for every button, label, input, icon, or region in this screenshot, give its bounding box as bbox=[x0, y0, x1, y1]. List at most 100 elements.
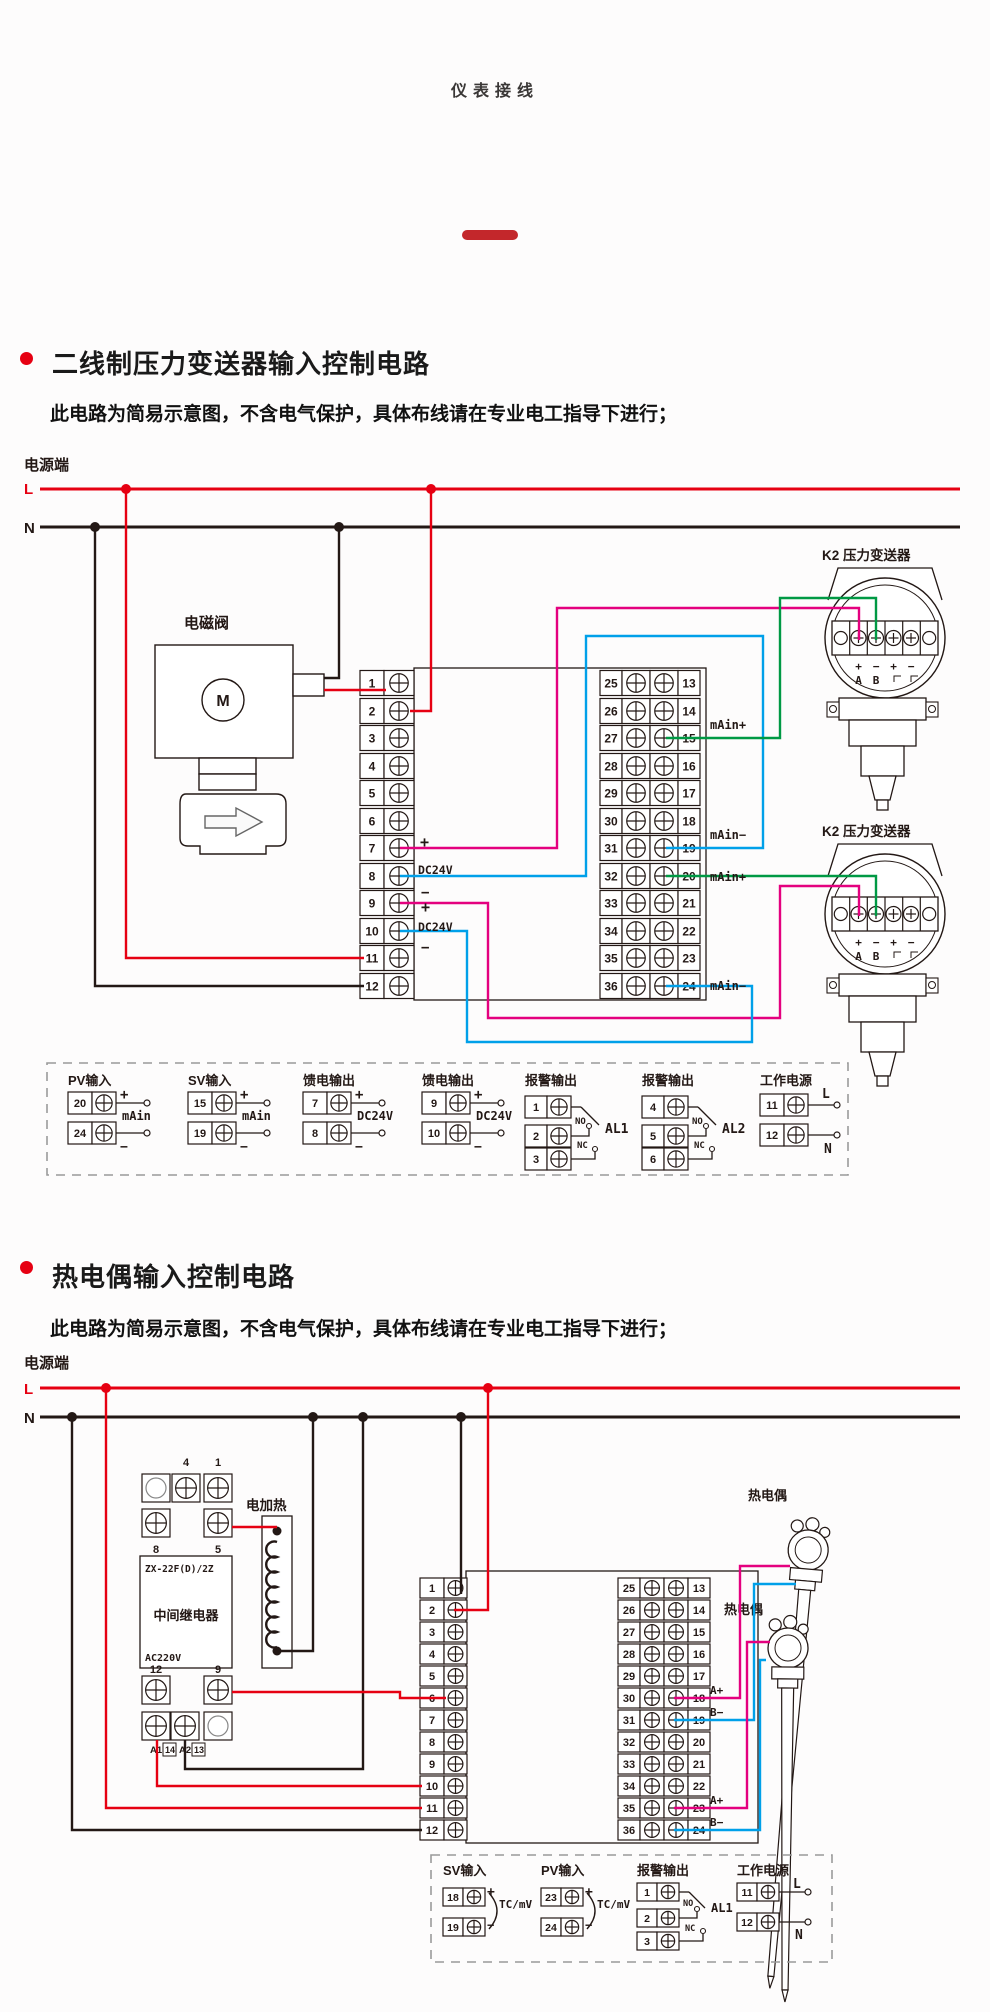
terminal-number: 23 bbox=[540, 1887, 562, 1907]
svg-text:22: 22 bbox=[682, 924, 696, 938]
screw-terminal bbox=[383, 724, 415, 752]
svg-text:21: 21 bbox=[682, 896, 696, 910]
screw-terminal bbox=[663, 1621, 689, 1643]
junction-dot bbox=[426, 484, 436, 494]
screw-terminal bbox=[383, 972, 415, 1000]
wire bbox=[93, 527, 364, 988]
svg-text:+: + bbox=[120, 1087, 128, 1103]
solenoid-valve: M bbox=[154, 644, 325, 855]
svg-text:28: 28 bbox=[604, 759, 618, 773]
svg-text:NC: NC bbox=[577, 1141, 588, 1151]
terminal-number: 4 bbox=[641, 1095, 665, 1119]
svg-text:27: 27 bbox=[623, 1627, 635, 1639]
terminal-number: 34 bbox=[599, 917, 623, 945]
screw-terminal bbox=[141, 1675, 171, 1705]
terminal-number: 24 bbox=[540, 1917, 562, 1937]
screw-terminal bbox=[639, 1599, 665, 1621]
terminal-number: 8 bbox=[419, 1731, 445, 1753]
svg-text:热电偶: 热电偶 bbox=[748, 1488, 787, 1503]
screw-terminal bbox=[649, 917, 679, 945]
terminal-number: 13 bbox=[677, 669, 701, 697]
screw-terminal bbox=[649, 669, 679, 697]
wire bbox=[666, 596, 878, 740]
terminal-number: 18 bbox=[677, 807, 701, 835]
svg-text:8: 8 bbox=[312, 1128, 318, 1140]
screw-terminal bbox=[639, 1577, 665, 1599]
svg-text:1: 1 bbox=[533, 1102, 539, 1114]
junction-dot bbox=[334, 522, 344, 532]
svg-text:A: A bbox=[855, 674, 862, 687]
screw-terminal bbox=[383, 779, 415, 807]
terminal-number: 26 bbox=[599, 697, 623, 725]
wire bbox=[400, 884, 861, 1020]
diagram-label: DC24V bbox=[418, 863, 453, 877]
svg-text:+: + bbox=[890, 936, 897, 949]
svg-text:8: 8 bbox=[153, 1544, 159, 1556]
screw-terminal bbox=[326, 1121, 352, 1145]
terminal-number: 15 bbox=[187, 1091, 213, 1115]
terminal-number: 7 bbox=[419, 1709, 445, 1731]
terminal-number: 1 bbox=[524, 1095, 548, 1119]
terminal-number: 20 bbox=[67, 1091, 93, 1115]
diagram-label: 电源端 bbox=[24, 456, 69, 474]
diagram-label: mAin− bbox=[710, 828, 746, 842]
screw-terminal bbox=[141, 1711, 171, 1741]
terminal-number: 32 bbox=[617, 1731, 641, 1753]
terminal-number: 1 bbox=[636, 1882, 658, 1902]
terminal-number: 4 bbox=[359, 752, 385, 780]
diagram-label: A+ bbox=[710, 1684, 724, 1697]
screw-terminal bbox=[211, 1121, 237, 1145]
svg-text:10: 10 bbox=[365, 924, 379, 938]
svg-text:B: B bbox=[873, 674, 880, 687]
svg-text:A: A bbox=[855, 950, 862, 963]
svg-text:2: 2 bbox=[369, 704, 376, 718]
legend: SV输入1819+−TC/mVPV输入2324+−TC/mV报警输出123NON… bbox=[430, 1854, 833, 1963]
terminal-number: 14 bbox=[677, 697, 701, 725]
svg-text:电加热: 电加热 bbox=[246, 1497, 287, 1513]
terminal-number: 11 bbox=[759, 1093, 785, 1117]
svg-text:N: N bbox=[24, 1410, 35, 1427]
screw-terminal bbox=[639, 1731, 665, 1753]
terminal-number: 27 bbox=[599, 724, 623, 752]
terminal-number: 5 bbox=[641, 1124, 665, 1148]
svg-text:AL1: AL1 bbox=[605, 1122, 629, 1137]
terminal-number: 11 bbox=[419, 1797, 445, 1819]
diagram-label: mAin− bbox=[710, 979, 746, 993]
svg-text:报警输出: 报警输出 bbox=[637, 1863, 689, 1878]
svg-text:−: − bbox=[240, 1140, 248, 1155]
terminal-number: 5 bbox=[359, 779, 385, 807]
terminal-number: 3 bbox=[419, 1621, 445, 1643]
screw-terminal bbox=[639, 1665, 665, 1687]
screw-terminal bbox=[203, 1508, 233, 1538]
svg-text:12: 12 bbox=[426, 1825, 438, 1837]
screw-terminal bbox=[649, 972, 679, 1000]
svg-text:19: 19 bbox=[447, 1922, 459, 1934]
svg-text:L: L bbox=[24, 481, 33, 498]
svg-text:35: 35 bbox=[623, 1803, 635, 1815]
screw-terminal bbox=[639, 1621, 665, 1643]
screw-terminal bbox=[621, 669, 651, 697]
svg-text:34: 34 bbox=[604, 924, 618, 938]
svg-text:14: 14 bbox=[682, 704, 696, 718]
terminal-number: 25 bbox=[617, 1577, 641, 1599]
terminal-number: 2 bbox=[636, 1908, 658, 1928]
svg-text:23: 23 bbox=[682, 951, 696, 965]
screw-terminal bbox=[621, 697, 651, 725]
svg-text:NO: NO bbox=[692, 1117, 703, 1127]
diagram-label: mAin+ bbox=[710, 718, 746, 732]
terminal-number: 29 bbox=[599, 779, 623, 807]
screw-terminal bbox=[443, 1643, 468, 1665]
terminal-number: 7 bbox=[359, 834, 385, 862]
screw-terminal bbox=[621, 834, 651, 862]
svg-text:36: 36 bbox=[604, 979, 618, 993]
svg-text:26: 26 bbox=[623, 1605, 635, 1617]
svg-text:11: 11 bbox=[741, 1887, 752, 1899]
svg-text:2: 2 bbox=[644, 1913, 650, 1925]
svg-text:−: − bbox=[120, 1140, 128, 1155]
diagram-label: mAin+ bbox=[710, 870, 746, 884]
